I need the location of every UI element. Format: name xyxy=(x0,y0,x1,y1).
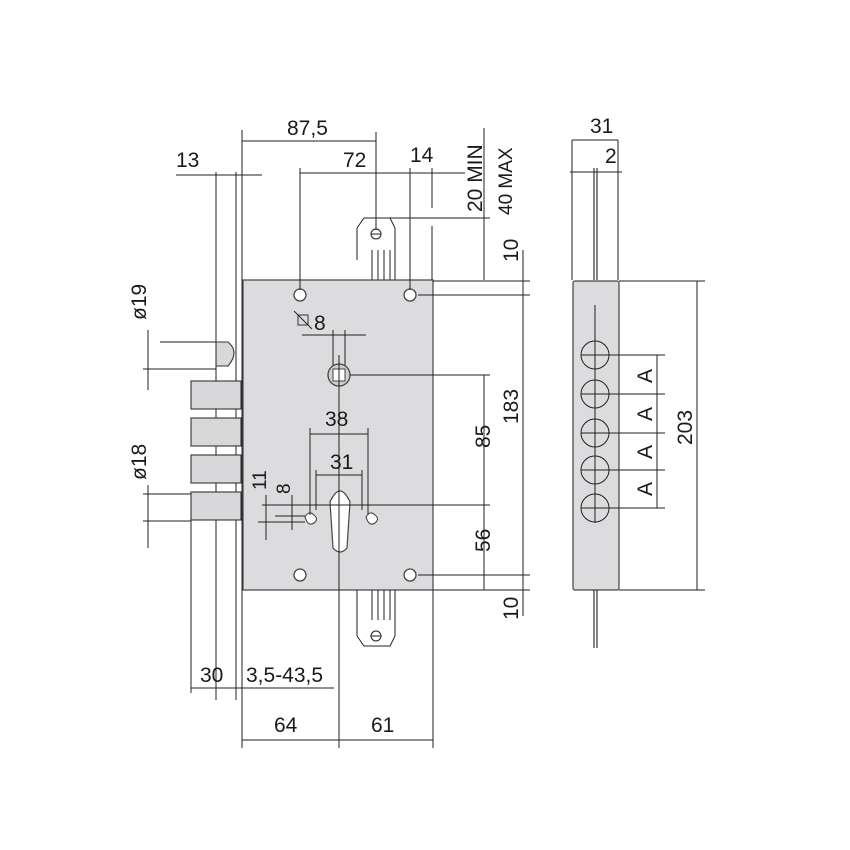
dim-87-5: 87,5 xyxy=(287,117,328,140)
dim-183: 183 xyxy=(500,389,523,424)
square-symbol-icon xyxy=(297,314,309,326)
dim-A-1: A xyxy=(634,369,657,383)
dim-14: 14 xyxy=(410,144,434,167)
mounting-hole-bottom-right xyxy=(403,568,417,582)
deadbolt-2 xyxy=(190,417,242,447)
dim-10-top: 10 xyxy=(500,239,523,262)
dim-38: 38 xyxy=(325,408,348,431)
cylinder-screw-hole-left xyxy=(304,512,318,525)
dim-dia18: ø18 xyxy=(128,444,151,480)
dim-11: 11 xyxy=(250,470,271,490)
dim-30: 30 xyxy=(200,664,223,687)
deadbolt-1 xyxy=(190,380,242,410)
dim-13: 13 xyxy=(176,149,199,172)
euro-cylinder-profile xyxy=(329,490,351,553)
dim-backset-range: 3,5-43,5 xyxy=(246,664,323,687)
dim-40-max: 40 MAX xyxy=(496,147,517,215)
square-symbol-slash xyxy=(293,310,313,330)
dim-8-small: 8 xyxy=(274,483,295,494)
dim-A-2: A xyxy=(634,407,657,421)
side-lock-body xyxy=(572,280,620,591)
dim-203: 203 xyxy=(674,410,697,445)
dim-20-min: 20 MIN xyxy=(464,144,487,212)
dim-side-31: 31 xyxy=(590,115,613,138)
deadbolt-4 xyxy=(190,491,242,521)
dim-A-4: A xyxy=(634,482,657,496)
dim-61: 61 xyxy=(371,714,394,737)
dim-square-8: 8 xyxy=(314,312,326,335)
dim-side-2: 2 xyxy=(605,145,617,168)
bottom-plate-outline xyxy=(356,590,396,647)
deadbolt-3 xyxy=(190,454,242,484)
dim-dia19: ø19 xyxy=(128,284,151,320)
dim-10-bottom: 10 xyxy=(500,597,523,620)
cylinder-screw-hole-right xyxy=(365,512,379,525)
dim-72: 72 xyxy=(343,149,366,172)
dim-64: 64 xyxy=(274,714,298,737)
dim-A-3: A xyxy=(634,445,657,459)
mounting-hole-top-right xyxy=(403,288,417,302)
dim-31: 31 xyxy=(330,451,353,474)
mounting-hole-top-left xyxy=(293,288,307,302)
mounting-hole-bottom-left xyxy=(293,568,307,582)
top-plate-outline xyxy=(356,217,396,280)
latch-bolt xyxy=(215,341,235,367)
